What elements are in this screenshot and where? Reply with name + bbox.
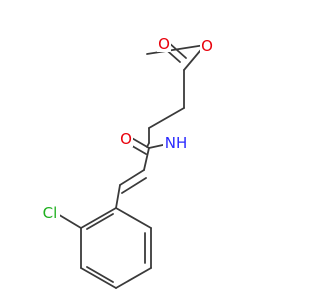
ring-bond-4 (80, 267, 117, 289)
chlorine-label: Cl (43, 204, 58, 222)
amide-nitrogen-label: NH (165, 134, 188, 152)
bond-alkene-b (121, 177, 147, 194)
methoxy-oxygen-label: O (201, 37, 213, 55)
ring-bond-1 (115, 207, 152, 229)
structure-drawing: O O NH O Cl (40, 35, 214, 289)
bond-alkene-a (119, 169, 145, 186)
bond-amide-c-o-a (129, 136, 150, 149)
ring-double-3 (86, 213, 114, 230)
bond-layer (55, 41, 206, 289)
ring-bond-6 (80, 207, 117, 229)
bond-amide-c-alkene (143, 147, 150, 171)
bond-ch2-ch2 (148, 107, 185, 129)
ring-double-2 (86, 266, 114, 283)
molecule-canvas: O O NH O Cl (40, 35, 214, 289)
bond-ring-cl (55, 212, 82, 229)
label-layer: O O NH O Cl (40, 35, 214, 222)
amide-carbonyl-oxygen-label: O (120, 130, 132, 148)
bond-alkene-ring (115, 184, 121, 209)
ring-bond-3 (115, 267, 152, 289)
ester-carbonyl-oxygen-label: O (158, 35, 170, 53)
